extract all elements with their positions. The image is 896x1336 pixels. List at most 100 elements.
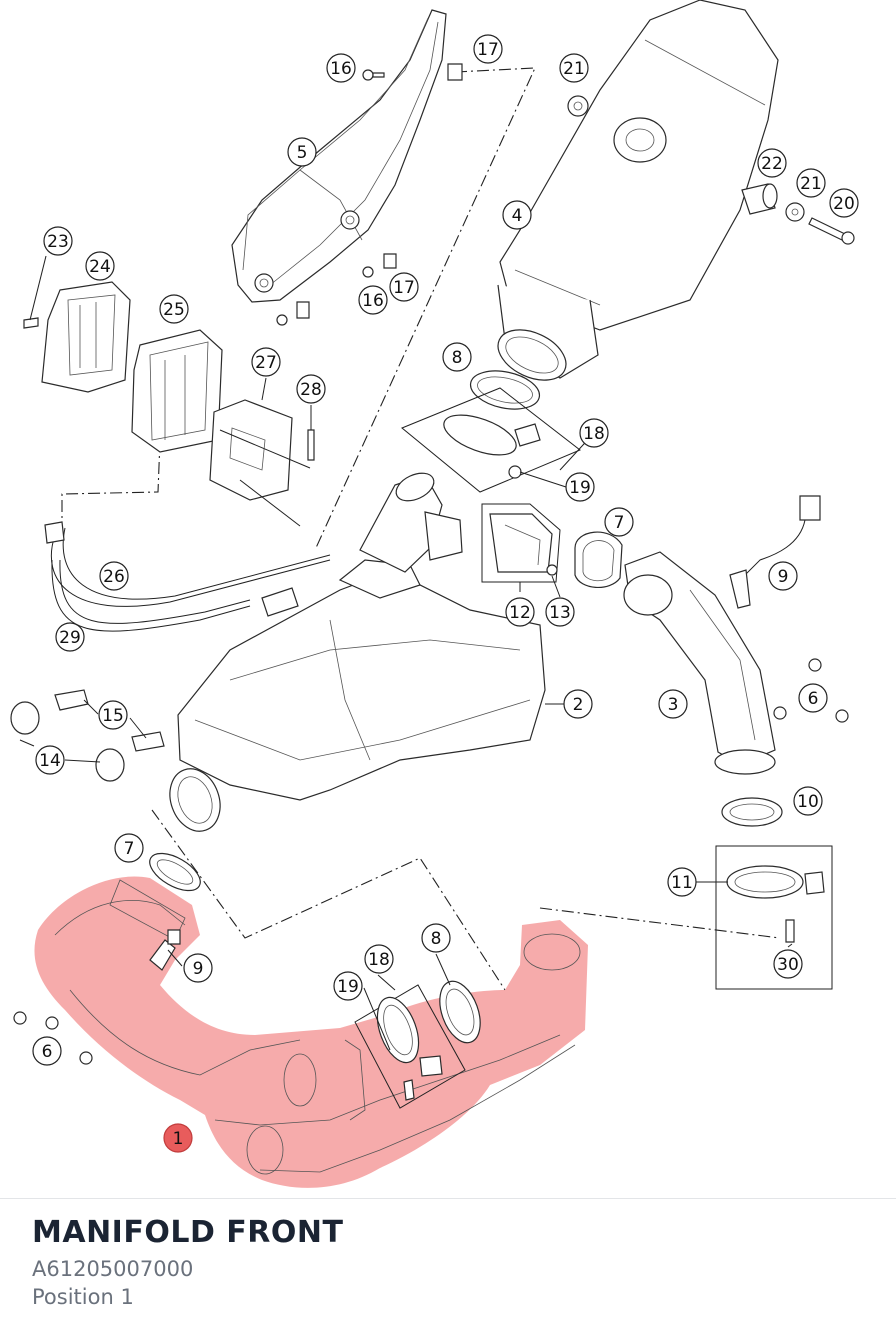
- part-number: A61205007000: [32, 1257, 194, 1281]
- callout-12: 12: [505, 597, 535, 627]
- cables: [44, 521, 331, 632]
- clamp-group-top: [401, 387, 581, 493]
- callout-6: 6: [32, 1036, 62, 1066]
- callout-25: 25: [159, 294, 189, 324]
- callout-8: 8: [421, 923, 451, 953]
- callout-label: 2: [573, 695, 584, 715]
- callout-19: 19: [333, 971, 363, 1001]
- callout-label: 9: [193, 959, 204, 979]
- callout-27: 27: [251, 347, 281, 377]
- callout-7: 7: [114, 833, 144, 863]
- callout-label: 12: [509, 603, 531, 623]
- callout-label: 24: [89, 257, 111, 277]
- callout-label: 29: [59, 628, 81, 648]
- callout-29: 29: [55, 622, 85, 652]
- washer-21: [785, 202, 805, 222]
- callout-label: 17: [477, 40, 499, 60]
- callout-4: 4: [502, 200, 532, 230]
- servo-motor-25: [131, 329, 223, 453]
- callout-16: 16: [326, 53, 356, 83]
- callout-10: 10: [793, 786, 823, 816]
- callout-3: 3: [658, 689, 688, 719]
- part-info-panel: MANIFOLD FRONT A61205007000 Position 1: [0, 1198, 896, 1336]
- header-pipe-3: [623, 551, 776, 775]
- callout-label: 5: [297, 143, 308, 163]
- callout-26: 26: [99, 561, 129, 591]
- screw-23: [23, 317, 39, 329]
- callout-label: 19: [337, 977, 359, 997]
- callout-label: 14: [39, 751, 61, 771]
- callout-label: 11: [671, 873, 693, 893]
- callout-label: 30: [777, 955, 799, 975]
- callout-label: 23: [47, 232, 69, 252]
- line-art: [10, 0, 855, 1065]
- callout-30: 30: [773, 949, 803, 979]
- callout-9: 9: [768, 561, 798, 591]
- callout-label: 21: [563, 59, 585, 79]
- callout-16: 16: [358, 285, 388, 315]
- screw-16-bottom: [276, 266, 374, 326]
- callout-label: 10: [797, 792, 819, 812]
- screws-28: [219, 429, 315, 527]
- muffler: [497, 0, 779, 381]
- callout-11: 11: [667, 867, 697, 897]
- exploded-parts-diagram: 16 17 21 5 22 21 20 4 23 24 25 16 17 27 …: [10, 0, 859, 1188]
- callout-label: 16: [330, 59, 352, 79]
- callout-label: 16: [362, 291, 384, 311]
- heat-shield: [231, 9, 447, 303]
- clamp-box-11: [715, 845, 833, 990]
- callout-label: 13: [549, 603, 571, 623]
- callout-label: 7: [124, 839, 135, 859]
- callout-18: 18: [579, 418, 609, 448]
- lambda-sensor-9-top: [729, 495, 821, 609]
- gasket-10: [721, 797, 783, 827]
- grommet-21: [567, 95, 589, 117]
- collector-box-2: [169, 472, 546, 832]
- gasket-7-bottom: [149, 852, 201, 892]
- callout-15: 15: [98, 700, 128, 730]
- callout-19: 19: [565, 472, 595, 502]
- callout-label: 20: [833, 194, 855, 214]
- callout-18: 18: [364, 944, 394, 974]
- callout-9: 9: [183, 953, 213, 983]
- callout-label: 26: [103, 567, 125, 587]
- callout-label: 6: [42, 1042, 53, 1062]
- callout-label: 19: [569, 478, 591, 498]
- callout-8: 8: [442, 342, 472, 372]
- manifold-front-highlight[interactable]: [34, 876, 589, 1188]
- part-position: Position 1: [32, 1285, 134, 1309]
- heat-guard-12: [481, 503, 561, 583]
- callout-1-highlighted[interactable]: 1: [163, 1123, 193, 1153]
- nut-13: [546, 564, 558, 576]
- clip-17-bottom: [296, 253, 397, 319]
- callout-17: 17: [473, 34, 503, 64]
- callout-21: 21: [796, 168, 826, 198]
- callout-label: 28: [300, 380, 322, 400]
- callout-13: 13: [545, 597, 575, 627]
- callout-label: 21: [800, 174, 822, 194]
- callout-7: 7: [604, 507, 634, 537]
- manifold-pipe-outline: [54, 879, 581, 1175]
- callout-label: 8: [452, 348, 463, 368]
- spacer-22: [741, 183, 778, 215]
- callout-label: 22: [761, 154, 783, 174]
- gasket-ring-8-top: [469, 370, 541, 410]
- callout-21: 21: [559, 53, 589, 83]
- callout-label: 9: [778, 567, 789, 587]
- nuts-6-left: [13, 1011, 93, 1065]
- bolt-20: [808, 217, 855, 245]
- part-title: MANIFOLD FRONT: [32, 1215, 344, 1250]
- callout-28: 28: [296, 374, 326, 404]
- callout-6: 6: [798, 683, 828, 713]
- lambda-sensor-9-bottom: [149, 929, 181, 971]
- callout-5: 5: [287, 137, 317, 167]
- callout-22: 22: [757, 148, 787, 178]
- callout-label: 7: [614, 513, 625, 533]
- callout-17: 17: [389, 272, 419, 302]
- callout-20: 20: [829, 188, 859, 218]
- callout-label: 4: [512, 206, 523, 226]
- callout-label: 25: [163, 300, 185, 320]
- clip-17-top: [447, 63, 463, 81]
- callout-label: 6: [808, 689, 819, 709]
- callout-23: 23: [43, 226, 73, 256]
